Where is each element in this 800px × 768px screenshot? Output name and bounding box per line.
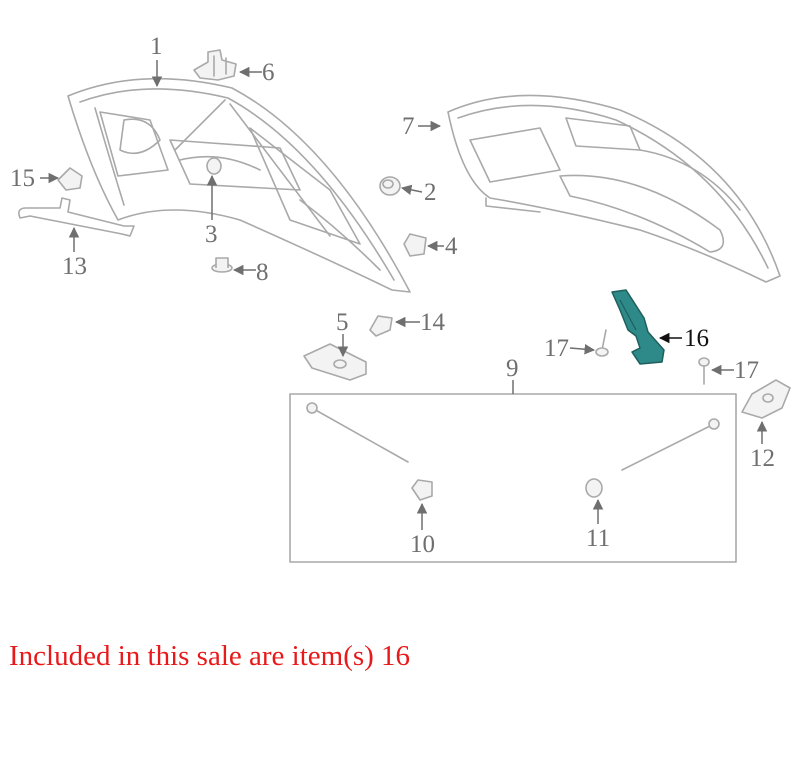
callout-7: 7 [402,113,415,140]
callout-17-right: 17 [734,357,759,384]
hinge-16 [611,289,665,365]
bumper-11 [585,478,603,498]
callout-5: 5 [336,309,349,336]
callout-1: 1 [150,33,163,60]
prop-rod-13 [18,197,135,237]
callout-11: 11 [586,525,610,552]
clip-15 [57,167,83,191]
kit-box-9 [289,380,737,563]
latch-bracket-5 [303,343,367,381]
callout-13: 13 [62,253,87,280]
fastener-8 [211,257,233,273]
bumper-2 [379,176,401,196]
callout-2: 2 [424,179,437,206]
callout-10: 10 [410,531,435,558]
callout-4: 4 [445,233,458,260]
grommet-3 [206,157,222,175]
callout-8: 8 [256,259,269,286]
hood-panel-underside [67,77,411,293]
callout-16: 16 [684,325,709,352]
sale-notice: Included in this sale are item(s) 16 [9,640,411,672]
bolt-17-left [595,329,609,357]
block-14 [369,315,393,337]
callout-14: 14 [420,309,446,336]
callout-6: 6 [262,59,275,86]
callout-3: 3 [205,221,218,248]
parts-diagram: 1 6 7 2 15 3 4 13 8 5 14 16 17 9 17 12 1… [10,33,791,563]
hood-panel-inner [447,94,781,283]
pad-4 [403,233,427,257]
clip-10 [411,479,433,501]
striker-12 [741,379,791,419]
callout-9: 9 [506,355,519,382]
callout-15: 15 [10,165,35,192]
callout-17-left: 17 [544,335,569,362]
bolt-17-right [698,357,710,385]
callout-12: 12 [750,445,775,472]
clip-6 [193,49,237,81]
